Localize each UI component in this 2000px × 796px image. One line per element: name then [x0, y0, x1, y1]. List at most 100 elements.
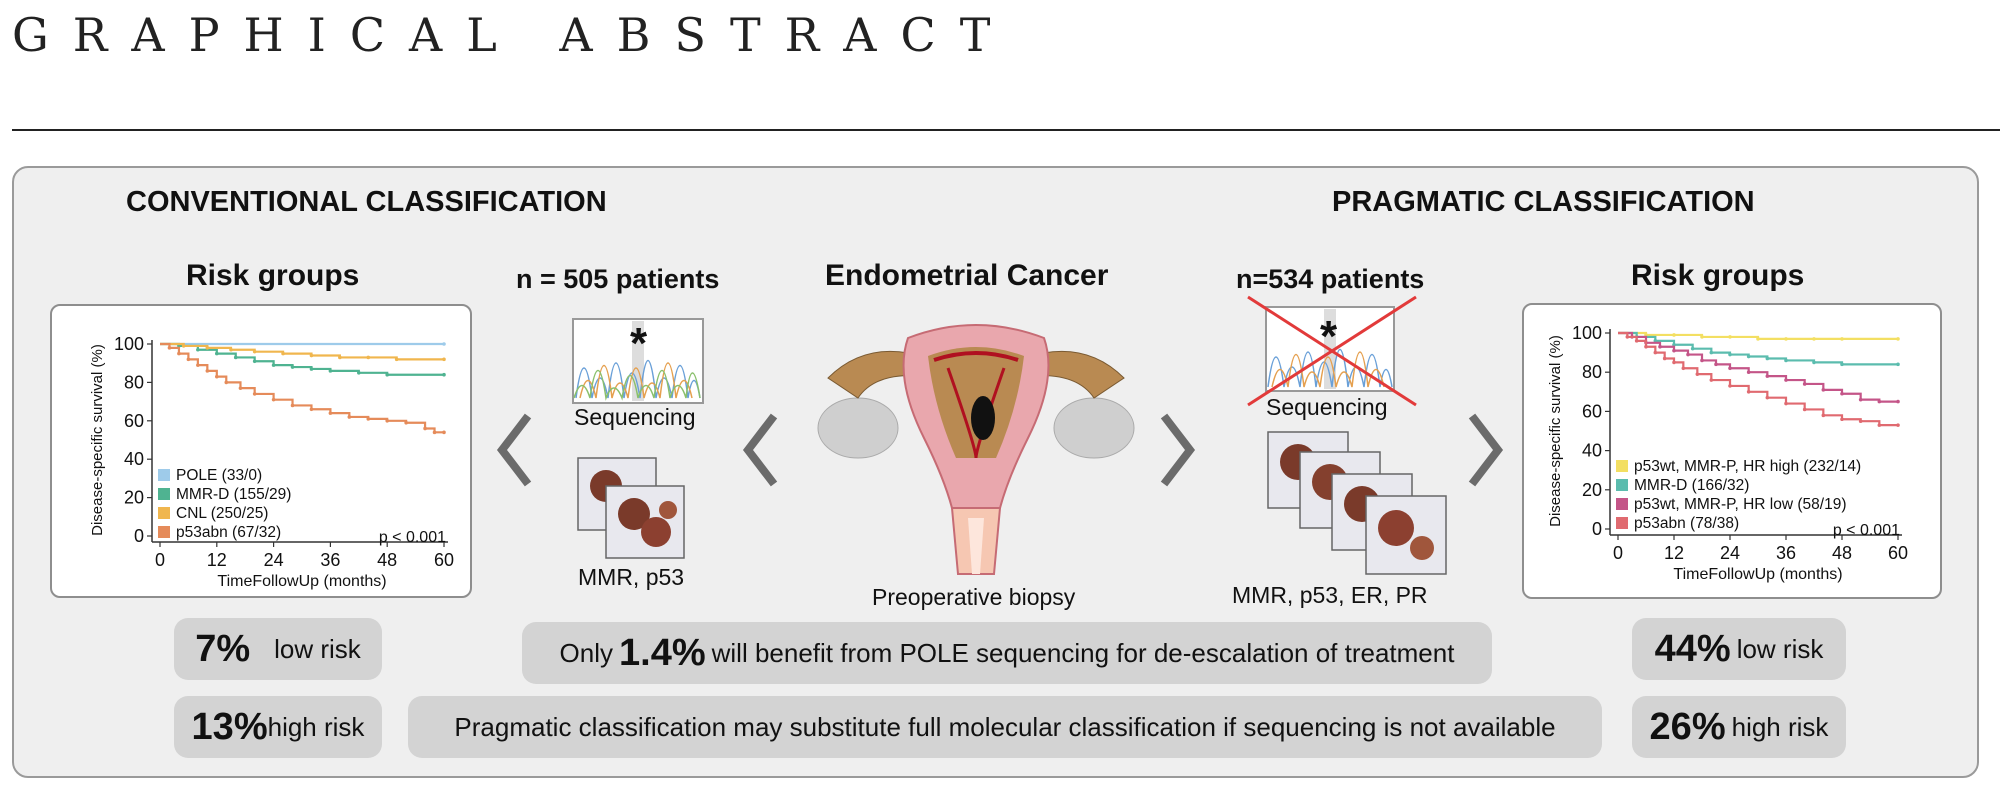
y-tick-label: 80 [1582, 362, 1602, 382]
censor-mark [196, 347, 200, 352]
legend-swatch-3 [158, 526, 170, 538]
x-tick-label: 36 [320, 550, 340, 570]
censor-mark [1672, 348, 1676, 353]
y-axis-label: Disease-specific survival (%) [89, 344, 106, 536]
series-line-3 [160, 342, 444, 434]
ihc-slides-icon [577, 457, 685, 559]
y-tick-label: 40 [124, 449, 144, 469]
right-low-risk-percent: 44% [1654, 627, 1731, 670]
y-tick-label: 60 [1582, 401, 1602, 421]
p-value-label: p < 0.001 [1833, 522, 1900, 539]
censor-mark [309, 353, 314, 358]
legend-swatch-1 [158, 488, 170, 500]
censor-mark [1728, 384, 1732, 388]
series-line-2 [160, 342, 444, 361]
censor-mark [1784, 401, 1788, 406]
censor-mark [181, 344, 186, 348]
censor-mark [1840, 362, 1844, 367]
censor-mark [229, 347, 233, 352]
right-risk-groups-title: Risk groups [1631, 259, 1805, 292]
y-tick-label: 0 [134, 526, 144, 546]
y-tick-label: 100 [114, 334, 144, 354]
x-tick-label: 60 [1888, 543, 1908, 563]
x-tick-label: 48 [1832, 543, 1852, 563]
x-axis-label: TimeFollowUp (months) [217, 573, 386, 590]
censor-mark [1746, 390, 1751, 394]
right-high-risk-label: high risk [1731, 711, 1829, 742]
left-low-risk-label: low risk [274, 633, 361, 664]
censor-mark [252, 392, 257, 396]
censor-mark [1625, 335, 1630, 339]
censor-mark [1709, 350, 1714, 355]
header-divider [12, 129, 2000, 131]
censor-mark [1877, 399, 1882, 404]
legend-entry-3: p53abn (78/38) [1634, 515, 1739, 532]
legend-entry-0: p53wt, MMR-P, HR high (232/14) [1634, 458, 1861, 475]
legend-entry-3: p53abn (67/32) [176, 524, 281, 541]
censor-mark [385, 419, 390, 423]
censor-mark [1644, 344, 1648, 349]
x-tick-label: 60 [434, 550, 454, 570]
x-tick-label: 24 [264, 550, 284, 570]
conventional-classification-title: CONVENTIONAL CLASSIFICATION [126, 186, 607, 218]
censor-mark [1821, 388, 1826, 392]
censor-mark [1714, 362, 1718, 367]
censor-mark [196, 363, 200, 367]
x-tick-label: 0 [1613, 543, 1623, 563]
y-tick-label: 60 [124, 411, 144, 431]
censor-mark [1672, 333, 1676, 337]
left-outer-chevron-icon [496, 413, 532, 487]
censor-mark [290, 365, 295, 369]
censor-mark [1877, 423, 1882, 427]
censor-mark [423, 426, 427, 431]
censor-mark [233, 355, 238, 360]
ihc-slides-stack-icon [1267, 431, 1447, 575]
censor-mark [1709, 378, 1714, 382]
censor-mark [271, 397, 276, 402]
pole-benefit-pill: Only 1.4% will benefit from POLE sequenc… [522, 622, 1492, 684]
censor-mark [205, 369, 210, 373]
censor-mark [328, 411, 333, 415]
censor-mark [1746, 370, 1751, 374]
censor-mark [205, 346, 210, 350]
censor-mark [1634, 339, 1639, 343]
censor-mark [309, 407, 314, 412]
censor-mark [1728, 335, 1732, 339]
censor-mark [1784, 358, 1788, 363]
left-high-risk-percent: 13% [191, 705, 268, 748]
y-tick-label: 20 [124, 488, 144, 508]
censor-mark [1812, 360, 1816, 365]
series-line-2 [1618, 331, 1898, 403]
censor-mark [186, 357, 191, 362]
censor-mark [1765, 374, 1770, 378]
right-low-risk-label: low risk [1736, 633, 1824, 664]
svg-text:*: * [630, 319, 648, 368]
censor-mark [1858, 419, 1863, 423]
y-tick-label: 80 [124, 372, 144, 392]
y-axis-label: Disease-specific survival (%) [1547, 335, 1564, 527]
y-tick-label: 100 [1572, 323, 1602, 343]
legend-swatch-2 [1616, 498, 1628, 510]
censor-mark [1896, 337, 1900, 341]
censor-mark [1765, 395, 1770, 400]
censor-mark [1784, 337, 1788, 341]
left-high-risk-pill: 13% high risk [174, 696, 382, 758]
censor-mark [252, 349, 257, 354]
left-ihc-label: MMR, p53 [578, 564, 685, 590]
x-tick-label: 24 [1720, 543, 1740, 563]
legend-swatch-0 [158, 469, 170, 481]
censor-mark [347, 415, 352, 419]
censor-mark [366, 417, 371, 421]
censor-mark [1802, 407, 1807, 412]
censor-mark [1812, 337, 1816, 341]
x-tick-label: 36 [1776, 543, 1796, 563]
right-high-risk-pill: 26% high risk [1632, 696, 1846, 758]
censor-mark [309, 367, 314, 371]
censor-mark [1672, 360, 1676, 365]
endometrial-cancer-title: Endometrial Cancer [825, 259, 1109, 292]
censor-mark [1821, 413, 1826, 418]
x-axis-label: TimeFollowUp (months) [1673, 566, 1842, 583]
